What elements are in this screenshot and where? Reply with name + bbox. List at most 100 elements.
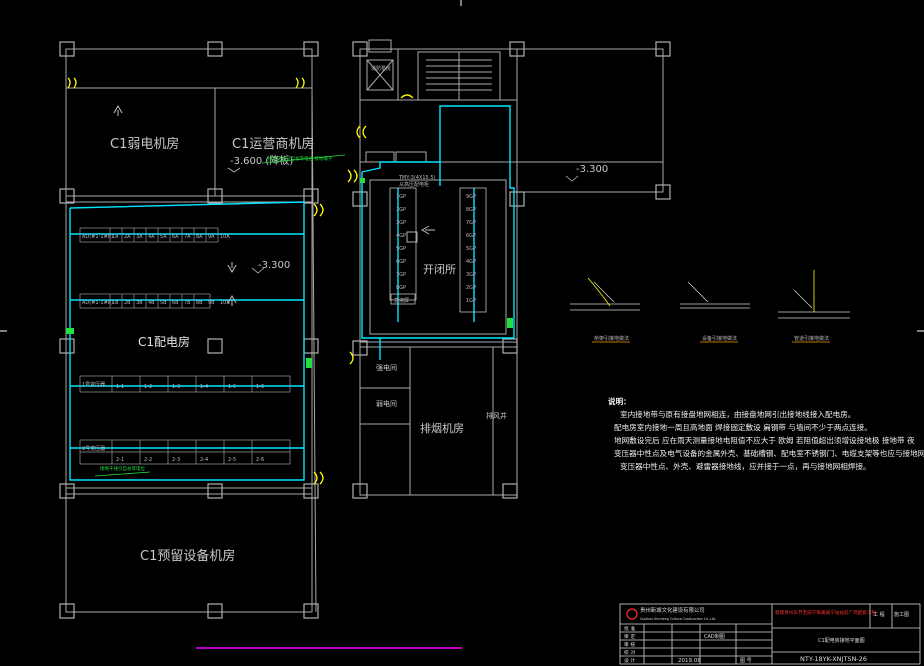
company-name-en: Guizhou Xincheng Culture Construction Co… (640, 617, 716, 621)
detail-label-3: 管道引接地做法 (794, 335, 829, 342)
elevation-top-left: -3.600 (降板) (230, 154, 293, 167)
room-pump: 消防泵房 (371, 65, 391, 72)
panel-left-6: 6GP (396, 259, 406, 265)
notes-line-2: 配电房室内接地一周且高地面 焊接固定敷设 扁钢带 与墙间不少于两点连接。 (614, 422, 872, 432)
company-name: 贵州新城文化建设有限公司 (640, 606, 705, 614)
panel-right-7: 3GP (466, 272, 476, 278)
green-label-1: 接地干线引自总等电位 接地端子 (268, 155, 333, 162)
panel-left-4: 4GP (396, 233, 406, 239)
tb-right-label-1: 工 程 (873, 611, 885, 618)
switchgear-cell: 9B (208, 300, 215, 306)
switchgear-cell: 4A (148, 234, 155, 240)
switchgear-cell: 7A (184, 234, 191, 240)
direction-arrows (113, 104, 435, 306)
room-strong: 强电间 (376, 363, 397, 372)
notes-line-1: 室内接地带与原有接盘地网相连，由接盘地网引出接地线接入配电房。 (620, 409, 855, 419)
panel-right-6: 4GP (466, 259, 476, 265)
switchgear-cell: 2A (124, 234, 131, 240)
switchgear-cell: 2-3 (172, 457, 180, 463)
panel-right-9: 1GP (466, 298, 476, 304)
switchgear-cell: 7B (184, 300, 191, 306)
notes-line-4: 变压器中性点及电气设备的金属外壳、基础槽钢、配电室不锈钢门、电缆支架等也应与接地… (614, 448, 924, 458)
switchgear-cell: 3B (136, 300, 143, 306)
tb-right-label-2: 图 号 (740, 658, 752, 664)
switchgear-cell: 6A (172, 234, 179, 240)
detail-sketch-2 (680, 281, 750, 309)
switchgear-row-3 (79, 375, 291, 393)
switchgear-cell: 3A (136, 234, 143, 240)
tb-row-1: 批 准 (624, 625, 635, 632)
green-leaders (94, 154, 346, 477)
switchgear-tag-4: 2号变压器 (82, 445, 105, 452)
switch-panels-outline (389, 187, 487, 313)
detail-sketch-1 (570, 277, 640, 311)
room-exhaust-shaft: 排风井 (486, 411, 507, 420)
switchgear-cell: 5A (160, 234, 167, 240)
structural-columns (59, 41, 671, 619)
panel-header: TMY-3(4X15.5) (398, 175, 436, 181)
switchgear-row-4 (79, 439, 291, 465)
cad-label: CAD制图 (704, 633, 725, 640)
switchgear-tag-2: AD(#1-1#8) (82, 300, 113, 306)
room-switch: 开闭所 (423, 263, 456, 276)
switchgear-cell: 2-4 (200, 457, 208, 463)
room-c1-weak: C1弱电机房 (110, 136, 179, 152)
switchgear-cell: 1A (112, 234, 119, 240)
room-c1-reserved: C1预留设备机房 (140, 548, 235, 564)
title-block-frame (619, 603, 921, 665)
switchgear-cell: 1-5 (228, 384, 236, 390)
notes-line-5: 变压器中性点、外壳、避雷器接地线，应并接于一点，再与接地网相焊接。 (620, 461, 871, 471)
switchgear-cell: 1-4 (200, 384, 208, 390)
switchgear-cell: 1-6 (256, 384, 264, 390)
switchgear-cell: 1-1 (116, 384, 124, 390)
switchgear-row-2 (79, 293, 211, 309)
panel-right-8: 2GP (466, 285, 476, 291)
detail-label-2: 设备引接地做法 (702, 335, 737, 342)
room-c1-distribution: C1配电房 (138, 334, 190, 349)
grounding-loops (69, 105, 515, 481)
switchgear-cell: 10B (220, 300, 230, 306)
switchgear-cell: 5B (160, 300, 167, 306)
switchgear-cell: 4B (148, 300, 155, 306)
switchgear-row-1 (79, 227, 219, 243)
switchgear-cell: 9A (208, 234, 215, 240)
company-logo (626, 608, 638, 620)
sheet-title: C1配电房接地平面图 (818, 637, 865, 644)
room-markers (207, 231, 418, 354)
switchgear-tag-1: AD(#1-1#8) (82, 234, 113, 240)
switchgear-cell: 1-2 (144, 384, 152, 390)
tb-row-5: 设 计 (624, 657, 635, 664)
green-terminals (66, 178, 513, 368)
building-walls (65, 39, 664, 613)
switchgear-cell: 6B (172, 300, 179, 306)
elevation-markers (227, 167, 579, 274)
notes-title: 说明： (608, 396, 631, 406)
switchgear-cell: 8A (196, 234, 203, 240)
panel-left-5: 5GP (396, 246, 406, 252)
panel-bottom: 直流屏 (394, 297, 409, 304)
panel-left-7: 7GP (396, 272, 406, 278)
switchgear-cell: 1B (112, 300, 119, 306)
room-c1-operator: C1运营商机房 (232, 136, 314, 152)
stage-label: 施工图 (894, 611, 909, 618)
panel-subheader: 从高压配电柜 (399, 181, 429, 188)
switchgear-tag-3: 1号变压器 (82, 381, 105, 388)
switchgear-cell: 2-5 (228, 457, 236, 463)
switchgear-cell: 8B (196, 300, 203, 306)
switchgear-cell: 2-2 (144, 457, 152, 463)
detail-sketch-3 (778, 270, 850, 319)
tb-row-3: 审 核 (624, 641, 635, 648)
room-weak: 弱电间 (376, 399, 397, 408)
registration-marks (0, 0, 924, 332)
panel-right-5: 5GP (466, 246, 476, 252)
elevation-center: -3.300 (258, 260, 290, 271)
drawing-number: NTY-18YK-XNJTSN-26 (800, 655, 867, 663)
notes-line-3: 地网敷设完后 应在雨天测量接地电阻值不应大于 欧姆 若阻值超出须增设接地极 接地… (614, 435, 915, 445)
green-label-2: 接地干线引自总等电位 (100, 465, 145, 472)
panel-left-2: 2GP (396, 207, 406, 213)
panel-right-1: 9GP (466, 194, 476, 200)
panel-right-3: 7GP (466, 220, 476, 226)
panel-left-8: 8GP (396, 285, 406, 291)
panel-right-2: 8GP (466, 207, 476, 213)
